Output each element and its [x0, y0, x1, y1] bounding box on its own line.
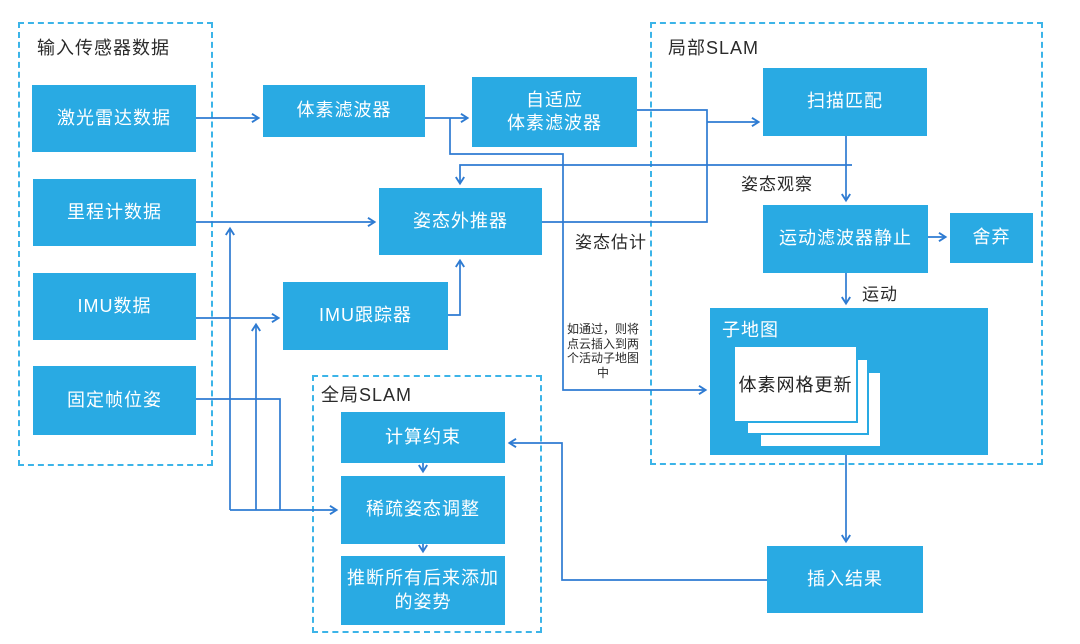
- note-line2: 点云插入到两: [566, 336, 639, 351]
- note-line3: 个活动子地图: [566, 351, 639, 365]
- node-label: IMU数据: [77, 295, 152, 316]
- edge-label-pose-estimate: 姿态估计: [575, 233, 647, 252]
- node-adaptive-voxel-filter: 自适应 体素滤波器: [472, 77, 637, 147]
- node-label: 运动滤波器静止: [779, 228, 912, 249]
- group-global-slam: [312, 375, 542, 633]
- node-imu-data: IMU数据: [33, 273, 196, 340]
- node-odometry-data: 里程计数据: [33, 179, 196, 246]
- node-label: 固定帧位姿: [67, 389, 162, 410]
- note-line4: 中: [596, 365, 609, 380]
- node-compute-constraints: 计算约束: [341, 412, 505, 463]
- group-label-local-slam: 局部SLAM: [668, 38, 760, 58]
- group-label-global-slam: 全局SLAM: [321, 385, 413, 405]
- node-label: 扫描匹配: [807, 91, 883, 112]
- node-label: 姿态外推器: [413, 210, 508, 231]
- submap-title: 子地图: [722, 320, 779, 340]
- node-extrapolate-poses: 推断所有后来添加 的姿势: [341, 556, 505, 625]
- node-lidar-data: 激光雷达数据: [32, 85, 196, 152]
- edge-label-pose-observation: 姿态观察: [741, 175, 813, 194]
- node-label: IMU跟踪器: [319, 305, 412, 326]
- group-input-sensor-data: [18, 22, 213, 466]
- node-pose-extrapolator: 姿态外推器: [379, 188, 542, 255]
- edge-tracker-to-extrapolator: [448, 258, 465, 316]
- note-line1: 如通过，则将: [566, 322, 639, 336]
- edge-pose-observation-feedback: [455, 164, 852, 186]
- node-label: 里程计数据: [67, 201, 162, 222]
- edge-insert-to-constraints: [507, 438, 767, 581]
- node-scan-matching: 扫描匹配: [763, 68, 927, 136]
- node-label-line2: 的姿势: [394, 591, 452, 612]
- edge-fixedframe-down: [196, 398, 281, 510]
- node-motion-filter: 运动滤波器静止: [763, 205, 928, 273]
- edge-label-insert-note: 如通过，则将 点云插入到两 个活动子地图 中: [561, 322, 645, 380]
- node-label-line1: 自适应: [526, 89, 583, 110]
- node-label-line1: 推断所有后来添加: [347, 568, 499, 589]
- node-label: 稀疏姿态调整: [366, 499, 480, 520]
- node-label: 舍弃: [972, 227, 1011, 248]
- node-label: 体素网格更新: [738, 375, 853, 395]
- node-label-line2: 体素滤波器: [507, 113, 602, 133]
- submap-card-front: 体素网格更新: [733, 345, 858, 423]
- node-fixed-frame-pose: 固定帧位姿: [33, 366, 196, 435]
- node-label: 计算约束: [385, 426, 461, 447]
- node-imu-tracker: IMU跟踪器: [283, 282, 448, 350]
- edge-pointcloud-to-submap: [449, 118, 708, 395]
- node-discard: 舍弃: [950, 213, 1033, 263]
- node-label: 体素滤波器: [296, 100, 392, 121]
- node-label: 激光雷达数据: [57, 107, 171, 128]
- node-voxel-filter: 体素滤波器: [263, 85, 425, 137]
- group-label-input-sensor-data: 输入传感器数据: [37, 38, 170, 58]
- node-label: 插入结果: [807, 568, 883, 589]
- edge-adaptive-and-extrapolator-bend: [542, 109, 708, 223]
- node-insert-result: 插入结果: [767, 546, 923, 613]
- edge-label-motion: 运动: [862, 285, 898, 304]
- node-sparse-pose-adjustment: 稀疏姿态调整: [341, 476, 505, 544]
